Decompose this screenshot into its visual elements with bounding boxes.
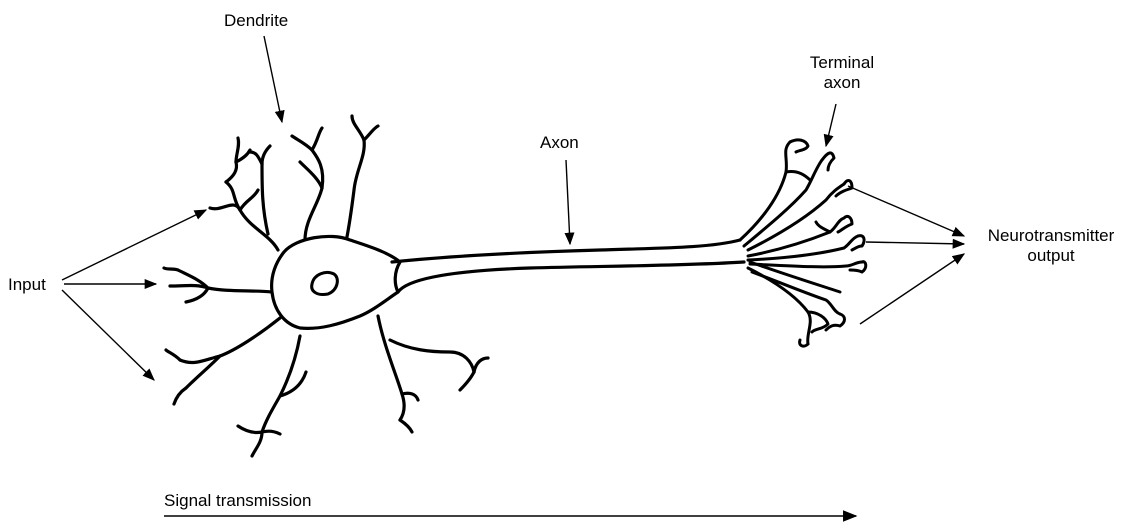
output-arrow-lower xyxy=(860,254,964,324)
axon-terminals xyxy=(740,140,866,346)
dendrite-label: Dendrite xyxy=(224,11,288,31)
output-arrow-middle xyxy=(866,242,964,244)
terminal-axon-label-line2: axon xyxy=(796,73,888,93)
input-arrow-upper xyxy=(62,210,206,280)
axon-pointer-arrow xyxy=(566,160,570,244)
nucleus xyxy=(312,272,338,294)
output-arrow-upper xyxy=(848,186,964,236)
signal-transmission-label: Signal transmission xyxy=(164,491,311,511)
annotation-arrows xyxy=(62,36,964,516)
output-label-line1: Neurotransmitter xyxy=(966,226,1136,246)
input-arrow-lower xyxy=(62,290,154,380)
terminal-axon-pointer-arrow xyxy=(826,104,836,146)
dendrite-pointer-arrow xyxy=(264,36,282,122)
axon-shaft xyxy=(392,240,744,292)
terminal-axon-label-line1: Terminal xyxy=(796,53,888,73)
terminal-axon-label: Terminal axon xyxy=(796,53,888,93)
axon-label: Axon xyxy=(540,133,579,153)
neurotransmitter-output-label: Neurotransmitter output xyxy=(966,226,1136,266)
output-label-line2: output xyxy=(966,246,1136,266)
input-label: Input xyxy=(8,275,46,295)
